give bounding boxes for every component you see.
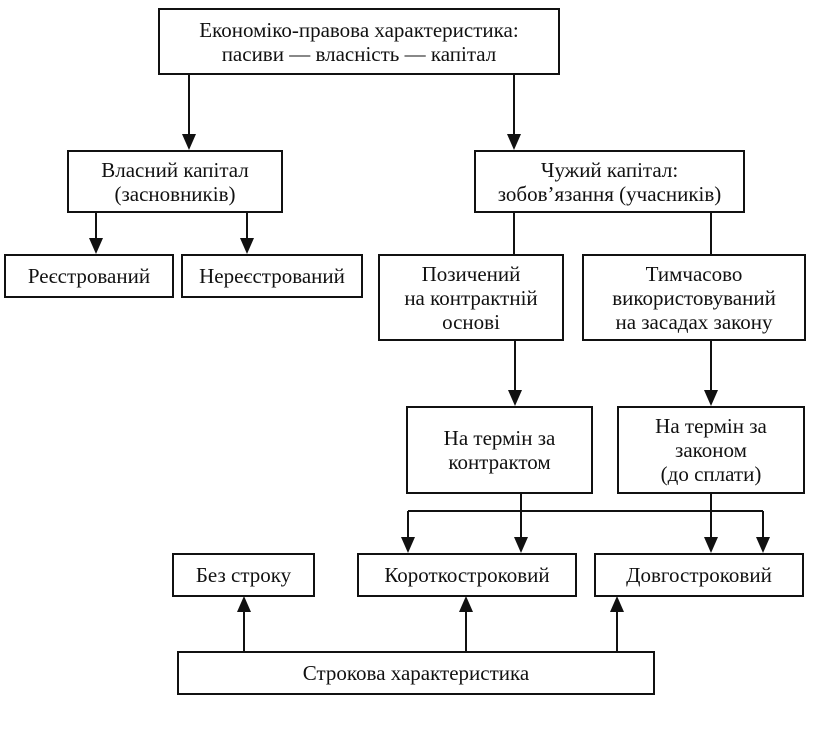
loaned-line-3: основі bbox=[442, 309, 500, 334]
term-law-line-1: На термін за bbox=[655, 414, 767, 438]
borrowed-capital-line-2: зобов’язання (учасників) bbox=[497, 181, 722, 206]
arrowhead-long-1 bbox=[704, 537, 718, 553]
arrowhead-long-up bbox=[610, 596, 624, 612]
own-capital-line-1: Власний капітал bbox=[101, 157, 249, 182]
temporary-node: Тимчасово використовуваний на засадах за… bbox=[582, 254, 806, 341]
term-contract-line-2: контрактом bbox=[448, 450, 551, 474]
registered-label: Реєстрований bbox=[27, 264, 151, 288]
temporary-line-3: на засадах закону bbox=[615, 309, 773, 334]
borrowed-capital-node: Чужий капітал: зобов’язання (учасників) bbox=[474, 150, 745, 213]
arrowhead-short-1 bbox=[401, 537, 415, 553]
short-term-node: Короткостроковий bbox=[357, 553, 577, 597]
arrowhead-own bbox=[182, 134, 196, 150]
arrowhead-none bbox=[237, 596, 251, 612]
short-term-label: Короткостроковий bbox=[384, 563, 550, 587]
unregistered-label: Нереєстрований bbox=[199, 264, 345, 288]
no-term-node: Без строку bbox=[172, 553, 315, 597]
arrowhead-long-2 bbox=[756, 537, 770, 553]
term-contract-node: На термін за контрактом bbox=[406, 406, 593, 494]
term-characteristic-label: Строкова характеристика bbox=[302, 661, 530, 685]
own-capital-node: Власний капітал (засновників) bbox=[67, 150, 283, 213]
term-law-node: На термін за законом (до сплати) bbox=[617, 406, 805, 494]
term-characteristic-node: Строкова характеристика bbox=[177, 651, 655, 695]
loaned-line-1: Позичений bbox=[421, 261, 521, 286]
arrowhead-law bbox=[704, 390, 718, 406]
no-term-label: Без строку bbox=[195, 563, 292, 587]
arrowhead-short-2 bbox=[514, 537, 528, 553]
borrowed-capital-line-1: Чужий капітал: bbox=[540, 157, 679, 182]
unregistered-node: Нереєстрований bbox=[181, 254, 363, 298]
root-node: Економіко-правова характеристика: пасиви… bbox=[158, 8, 560, 75]
arrowhead-unregistered bbox=[240, 238, 254, 254]
term-law-line-3: (до сплати) bbox=[660, 462, 762, 486]
temporary-line-1: Тимчасово bbox=[645, 261, 743, 286]
registered-node: Реєстрований bbox=[4, 254, 174, 298]
root-line-2: пасиви — власність — капітал bbox=[221, 41, 497, 66]
temporary-line-2: використовуваний bbox=[612, 285, 776, 310]
long-term-node: Довгостроковий bbox=[594, 553, 804, 597]
loaned-node: Позичений на контрактній основі bbox=[378, 254, 564, 341]
loaned-line-2: на контрактній bbox=[404, 285, 538, 310]
term-law-line-2: законом bbox=[675, 438, 747, 462]
long-term-label: Довгостроковий bbox=[626, 563, 772, 587]
arrowhead-registered bbox=[89, 238, 103, 254]
root-line-1: Економіко-правова характеристика: bbox=[199, 17, 519, 42]
term-contract-line-1: На термін за bbox=[443, 426, 556, 450]
arrowhead-borrowed bbox=[507, 134, 521, 150]
arrowhead-contract bbox=[508, 390, 522, 406]
own-capital-line-2: (засновників) bbox=[114, 181, 236, 206]
arrowhead-short-up bbox=[459, 596, 473, 612]
